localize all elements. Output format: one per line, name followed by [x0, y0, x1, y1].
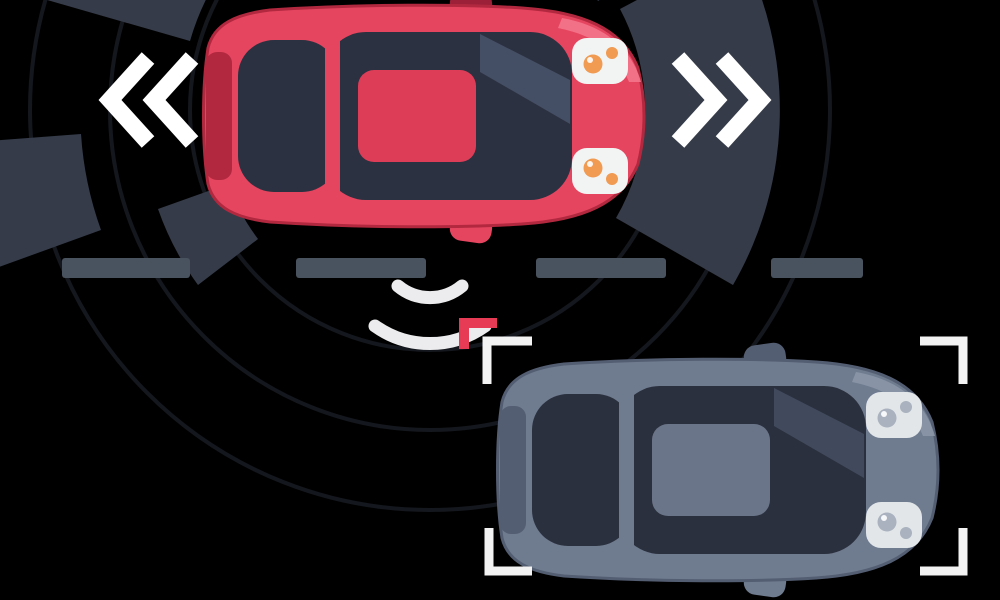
red-car	[202, 0, 646, 247]
radar-fan-top-left-icon	[47, 0, 206, 41]
lane-dash	[771, 258, 863, 278]
target-corner-icon	[459, 318, 497, 349]
frame-corner-top-left	[482, 336, 532, 384]
lane-dash	[296, 258, 426, 278]
chevron-right	[715, 52, 772, 148]
chevron-left	[98, 52, 155, 148]
detection-frame-icon	[482, 336, 968, 576]
frame-corner-top-right	[920, 336, 968, 384]
sensor-ring	[28, 0, 832, 512]
chevron-right	[671, 52, 728, 148]
sonar-wave-inner	[391, 279, 469, 305]
sonar-waves-icon	[368, 279, 492, 350]
chevrons-right-icon	[671, 52, 772, 148]
radar-fan-top-right-icon	[597, 0, 600, 1]
frame-corner-bottom-right	[920, 528, 968, 576]
lane-dash	[62, 258, 190, 278]
lane-dash	[536, 258, 666, 278]
chevrons-left-icon	[98, 52, 199, 148]
radar-fan-left-icon	[0, 134, 101, 267]
sonar-wave-outer	[368, 319, 492, 350]
lane-markings	[62, 258, 863, 278]
frame-corner-bottom-left	[484, 528, 532, 576]
gray-car	[496, 339, 940, 600]
chevron-left	[142, 52, 199, 148]
